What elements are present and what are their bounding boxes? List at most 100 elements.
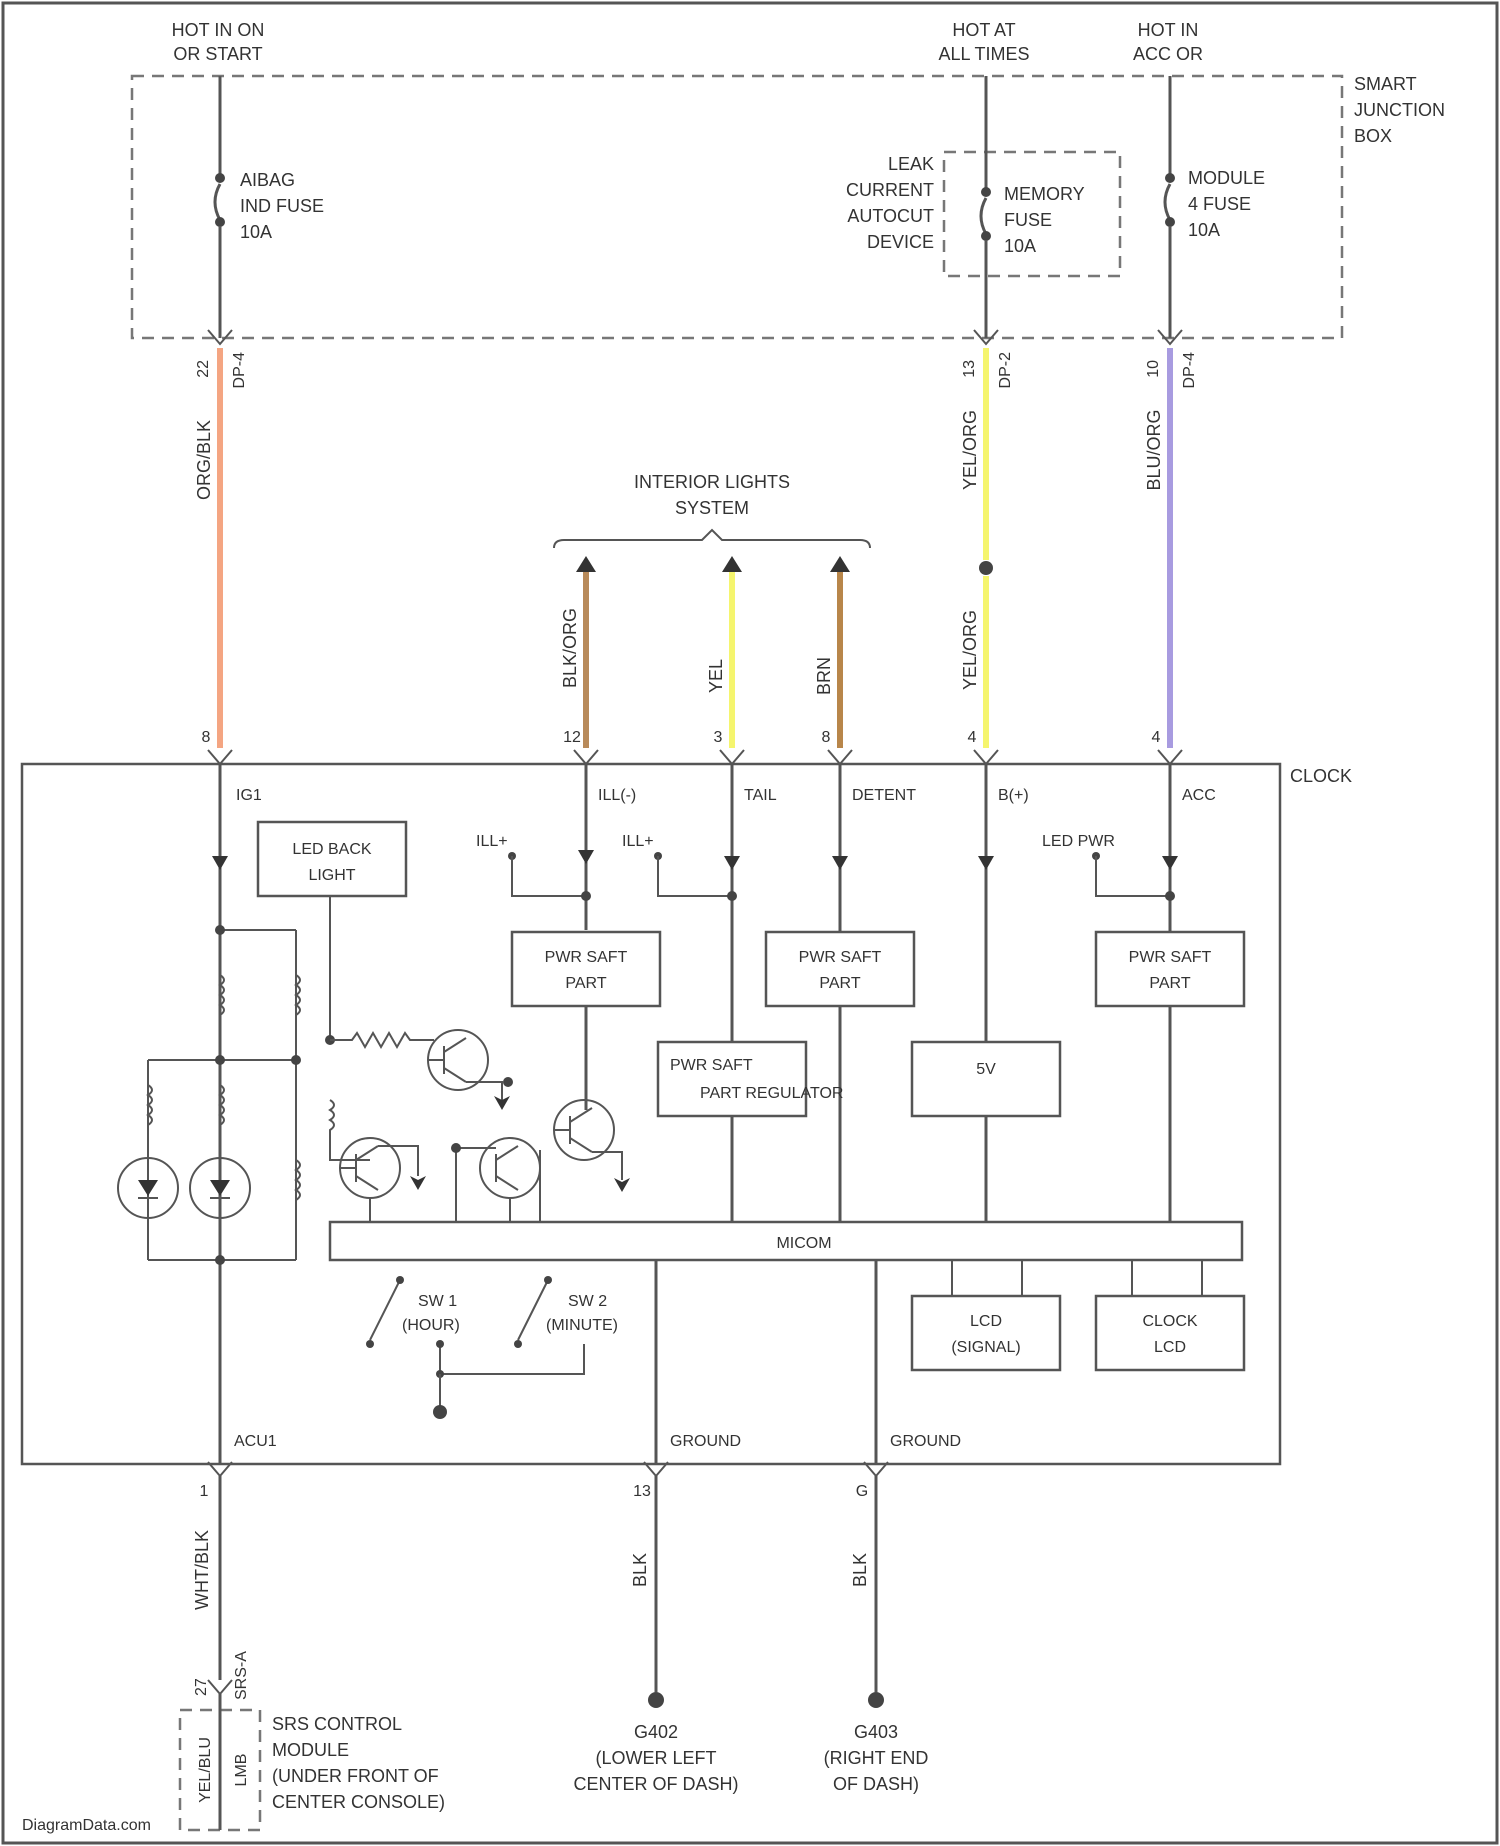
module-fuse-symbol	[1165, 184, 1170, 220]
pwr-supply-3-line1: PWR SAFT	[1129, 949, 1212, 966]
switch-2-terminal	[514, 1340, 522, 1348]
srs-module-line1: SRS CONTROL	[272, 1714, 402, 1734]
terminal-ig1: IG1	[236, 787, 262, 804]
module-top-connector: DP-4	[1181, 352, 1198, 389]
arrow-interior-1	[576, 556, 596, 572]
srs-module-line2: MODULE	[272, 1740, 349, 1760]
led-back-light-line1: LED BACK	[292, 841, 371, 858]
sw2-line1: SW 2	[568, 1293, 607, 1310]
junction-dot	[503, 1077, 513, 1087]
wire-label-interior-3: BRN	[814, 657, 834, 695]
srs-connector-2: LMB	[233, 1754, 250, 1787]
g403-line3: OF DASH)	[833, 1774, 919, 1794]
sw1-line2: (HOUR)	[402, 1317, 460, 1334]
junction-dot	[215, 1055, 225, 1065]
switch-ground	[433, 1405, 447, 1419]
pwr-supply-1-line2: PART	[565, 975, 606, 992]
clock-label: CLOCK	[1290, 766, 1352, 786]
connector-detent	[828, 750, 852, 764]
pin-ill-minus: 12	[563, 729, 581, 746]
lcd-signal-line1: LCD	[970, 1313, 1002, 1330]
pin-b-plus: 4	[968, 729, 977, 746]
interior-lights-label-line1: INTERIOR LIGHTS	[634, 472, 790, 492]
terminal-acc: ACC	[1182, 787, 1216, 804]
airbag-top-connector: DP-4	[231, 352, 248, 389]
g403-line1: G403	[854, 1722, 898, 1742]
airbag-fuse-label-line3: 10A	[240, 222, 272, 242]
memory-top-pin: 13	[961, 360, 978, 378]
memory-top-connector: DP-2	[997, 352, 1014, 389]
pwr-supply-box-2	[766, 932, 914, 1006]
memory-fuse-label-line3: 10A	[1004, 236, 1036, 256]
watermark: DiagramData.com	[22, 1817, 151, 1834]
five-v-label: 5V	[976, 1061, 996, 1078]
module-fuse-label-line1: MODULE	[1188, 168, 1265, 188]
terminal-tail: TAIL	[744, 787, 777, 804]
pin-tail: 3	[714, 729, 723, 746]
fuse-terminal	[215, 173, 225, 183]
junction-box-label-line3: BOX	[1354, 126, 1392, 146]
g402-line2: (LOWER LEFT	[595, 1748, 716, 1768]
pwr-supply-2-line2: PART	[819, 975, 860, 992]
arrow-interior-3	[830, 556, 850, 572]
wire-label-interior-2: YEL	[706, 659, 726, 693]
power-label-run-start-line2: OR START	[173, 44, 262, 64]
sw2-line2: (MINUTE)	[546, 1317, 618, 1334]
srs-module-line4: CENTER CONSOLE)	[272, 1792, 445, 1812]
leak-label-line2: CURRENT	[846, 180, 934, 200]
lcd-signal-line2: (SIGNAL)	[951, 1339, 1020, 1356]
g402-line1: G402	[634, 1722, 678, 1742]
terminal-ground1: GROUND	[670, 1433, 741, 1450]
interior-lights-label-line2: SYSTEM	[675, 498, 749, 518]
pwr-supply-box-3	[1096, 932, 1244, 1006]
junction-box-label-line1: SMART	[1354, 74, 1417, 94]
clock-module	[22, 764, 1280, 1464]
wire-label-airbag: ORG/BLK	[194, 420, 214, 500]
terminal-ground2: GROUND	[890, 1433, 961, 1450]
pwr-regulator-line2: PART REGULATOR	[700, 1085, 843, 1102]
terminal-b-plus: B(+)	[998, 787, 1029, 804]
airbag-fuse-symbol	[215, 184, 220, 220]
junction-box-label-line2: JUNCTION	[1354, 100, 1445, 120]
wire-label-memory-lower: YEL/ORG	[960, 610, 980, 690]
ill-plus-1-label: ILL+	[476, 833, 508, 850]
connector-ig1	[208, 750, 232, 764]
wire-label-ground1: BLK	[630, 1553, 650, 1587]
junction-dot	[727, 891, 737, 901]
memory-fuse-symbol	[981, 198, 986, 234]
switch-1-terminal	[396, 1276, 404, 1284]
srs-module-line3: (UNDER FRONT OF	[272, 1766, 439, 1786]
power-label-run-start-line1: HOT IN ON	[172, 20, 265, 40]
ground-g403	[868, 1692, 884, 1708]
wire-label-ground2: BLK	[850, 1553, 870, 1587]
leak-label-line4: DEVICE	[867, 232, 934, 252]
pin-acc: 4	[1152, 729, 1161, 746]
pin-detent: 8	[822, 729, 831, 746]
pwr-supply-box-1	[512, 932, 660, 1006]
clock-lcd-box	[1096, 1296, 1244, 1370]
terminal-acu-out: ACU1	[234, 1433, 277, 1450]
led-back-light-box	[258, 822, 406, 896]
pwr-supply-1-line1: PWR SAFT	[545, 949, 628, 966]
junction-dot	[1165, 891, 1175, 901]
junction-dot	[215, 925, 225, 935]
ground2-pin: G	[856, 1483, 868, 1500]
srs-connector: SRS-A	[233, 1651, 250, 1700]
junction-dot	[451, 1143, 461, 1153]
leak-label-line3: AUTOCUT	[847, 206, 934, 226]
pwr-supply-3-line2: PART	[1149, 975, 1190, 992]
connector-bplus	[974, 750, 998, 764]
airbag-fuse-label-line2: IND FUSE	[240, 196, 324, 216]
clock-lcd-line1: CLOCK	[1142, 1313, 1197, 1330]
pwr-supply-2-line1: PWR SAFT	[799, 949, 882, 966]
g402-line3: CENTER OF DASH)	[573, 1774, 738, 1794]
led-back-light-line2: LIGHT	[308, 867, 355, 884]
memory-fuse-label-line2: FUSE	[1004, 210, 1052, 230]
connector-srs	[208, 1680, 232, 1694]
splice-dot	[979, 561, 993, 575]
interior-lights-brace	[554, 530, 870, 548]
fuse-terminal	[981, 231, 991, 241]
module-fuse-label-line3: 10A	[1188, 220, 1220, 240]
pin-ig1: 8	[202, 729, 211, 746]
wire-label-interior-1: BLK/ORG	[560, 608, 580, 688]
